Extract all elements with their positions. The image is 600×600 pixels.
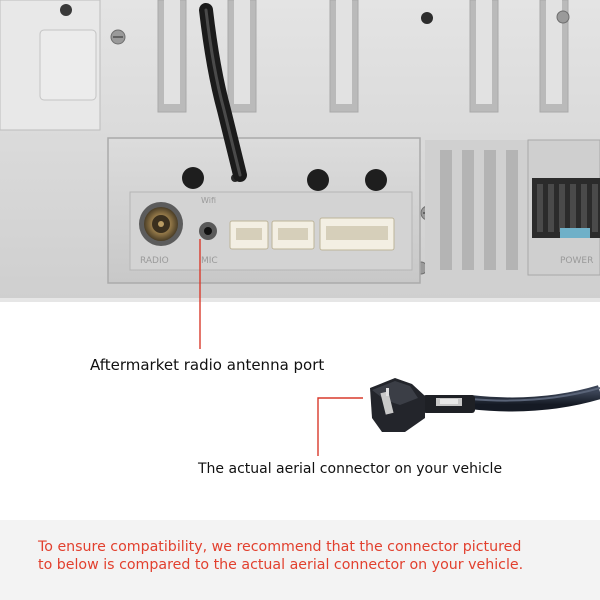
compatibility-notice-band bbox=[0, 520, 600, 600]
compatibility-notice-line-2: to below is compared to the actual aeria… bbox=[38, 557, 524, 573]
side-vent bbox=[425, 140, 530, 280]
wifi-antenna-icon bbox=[199, 3, 247, 182]
wifi-label: Wifi bbox=[201, 196, 216, 205]
mic-label: MIC bbox=[201, 256, 218, 266]
aerial-connector-caption: The actual aerial connector on your vehi… bbox=[198, 461, 503, 477]
power-connector bbox=[527, 139, 600, 276]
connector-plug-icon bbox=[370, 378, 475, 432]
antenna-port-icon bbox=[139, 202, 217, 246]
connector-cable bbox=[469, 385, 600, 412]
compatibility-notice-line-1: To ensure compatibility, we recommend th… bbox=[38, 539, 522, 555]
antenna-port-caption: Aftermarket radio antenna port bbox=[90, 356, 325, 374]
radio-label: RADIO bbox=[140, 256, 169, 266]
power-label: POWER bbox=[560, 256, 593, 266]
connector-leader-line bbox=[317, 397, 363, 456]
